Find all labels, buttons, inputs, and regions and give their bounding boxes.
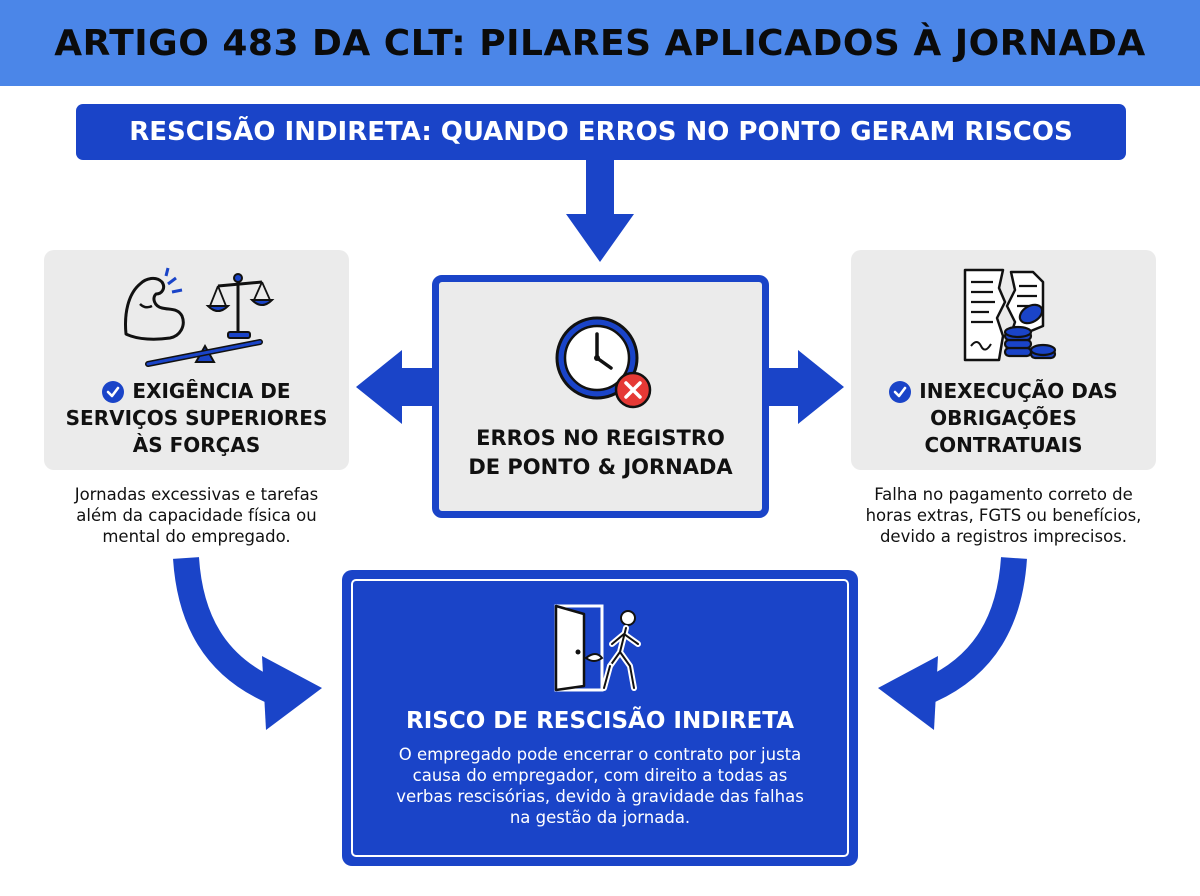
- right-panel-title: INEXECUÇÃO DAS OBRIGAÇÕES CONTRATUAIS: [851, 378, 1156, 459]
- left-desc-line1: Jornadas excessivas e tarefas: [74, 485, 319, 504]
- bottom-box-frame: [351, 579, 849, 857]
- right-description: Falha no pagamento correto de horas extr…: [851, 484, 1156, 547]
- left-title-line3: ÀS FORÇAS: [132, 433, 261, 457]
- bottom-text-line2: causa do empregador, com direito a todas…: [412, 766, 788, 785]
- left-desc-line2: além da capacidade física ou: [76, 506, 317, 525]
- left-curved-arrow: [173, 557, 276, 702]
- left-panel-title: EXIGÊNCIA DE SERVIÇOS SUPERIORES ÀS FORÇ…: [44, 378, 349, 459]
- header-bar: ARTIGO 483 DA CLT: PILARES APLICADOS À J…: [0, 0, 1200, 86]
- bottom-text-line3: verbas rescisórias, devido à gravidade d…: [396, 787, 804, 806]
- left-desc-line3: mental do empregado.: [102, 527, 291, 546]
- bottom-title: RISCO DE RESCISÃO INDIRETA: [405, 708, 794, 734]
- clock-error-icon: [555, 316, 652, 409]
- left-title-line2: SERVIÇOS SUPERIORES: [65, 406, 328, 430]
- left-curved-arrowhead: [262, 656, 322, 730]
- right-desc-line1: Falha no pagamento correto de: [874, 485, 1133, 504]
- right-panel: INEXECUÇÃO DAS OBRIGAÇÕES CONTRATUAIS: [851, 250, 1156, 470]
- right-title-line3: CONTRATUAIS: [924, 433, 1083, 457]
- center-box: ERROS NO REGISTRO DE PONTO & JORNADA: [432, 275, 769, 518]
- broken-contract-coins-icon: [963, 268, 1057, 362]
- exit-door-icon: [554, 604, 641, 692]
- center-title: ERROS NO REGISTRO DE PONTO & JORNADA: [439, 424, 762, 482]
- right-curved-arrow: [924, 557, 1027, 702]
- center-title-line2: DE PONTO & JORNADA: [468, 455, 733, 479]
- strength-scales-icon: [124, 267, 275, 367]
- banner-text: RESCISÃO INDIRETA: QUANDO ERROS NO PONTO…: [129, 117, 1073, 147]
- right-curved-arrowhead: [878, 656, 938, 730]
- check-icon: [889, 380, 912, 403]
- right-arrow: [769, 350, 844, 424]
- bottom-text: O empregado pode encerrar o contrato por…: [372, 744, 828, 828]
- left-arrow: [356, 350, 432, 424]
- center-title-line1: ERROS NO REGISTRO: [476, 426, 725, 450]
- page-title: ARTIGO 483 DA CLT: PILARES APLICADOS À J…: [54, 22, 1146, 64]
- down-arrow: [566, 160, 634, 262]
- bottom-text-line1: O empregado pode encerrar o contrato por…: [398, 745, 802, 764]
- left-description: Jornadas excessivas e tarefas além da ca…: [44, 484, 349, 547]
- right-desc-line2: horas extras, FGTS ou benefícios,: [865, 506, 1142, 525]
- right-title-line1: INEXECUÇÃO DAS: [919, 379, 1118, 403]
- bottom-text-line4: na gestão da jornada.: [509, 808, 691, 827]
- right-title-line2: OBRIGAÇÕES: [930, 406, 1077, 430]
- check-icon: [102, 380, 125, 403]
- right-desc-line3: devido a registros imprecisos.: [879, 527, 1128, 546]
- left-panel: EXIGÊNCIA DE SERVIÇOS SUPERIORES ÀS FORÇ…: [44, 250, 349, 470]
- left-title-line1: EXIGÊNCIA DE: [132, 379, 291, 403]
- bottom-box: RISCO DE RESCISÃO INDIRETA O empregado p…: [342, 570, 858, 866]
- subtitle-banner: RESCISÃO INDIRETA: QUANDO ERROS NO PONTO…: [76, 104, 1126, 160]
